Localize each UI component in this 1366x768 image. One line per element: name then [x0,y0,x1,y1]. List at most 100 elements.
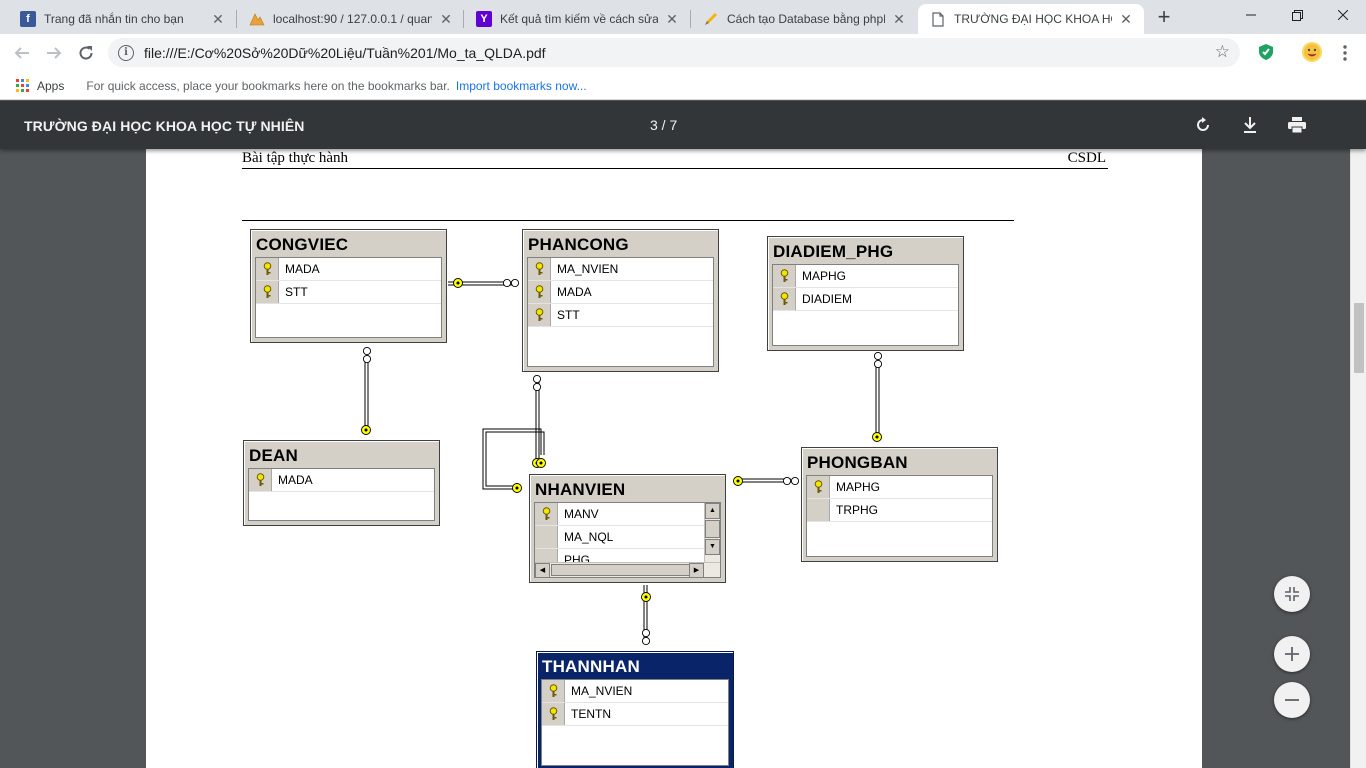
menu-kebab-icon[interactable] [1332,40,1358,66]
scroll-thumb[interactable] [705,520,720,538]
import-bookmarks-link[interactable]: Import bookmarks now... [455,78,587,93]
scroll-up-arrow[interactable]: ▲ [705,503,720,519]
column-name: MANV [564,507,599,521]
horizontal-scrollbar[interactable]: ◀ ▶ [535,562,720,577]
column-row[interactable]: TENTN [542,703,728,726]
back-button[interactable] [9,40,35,66]
fit-to-page-button[interactable] [1274,576,1310,612]
column-row[interactable]: STT [256,281,441,304]
table-phancong[interactable]: PHANCONG MA_NVIEN MADA STT [522,229,719,372]
table-title: PHONGBAN [807,453,908,472]
primary-key-icon [773,288,796,310]
scroll-down-arrow[interactable]: ▼ [705,539,720,555]
address-bar[interactable]: i file:///E:/Cơ%20Sở%20Dữ%20Liệu/Tuần%20… [108,38,1240,67]
tab-facebook[interactable]: f Trang đã nhắn tin cho bạn ✕ [8,4,236,34]
column-row[interactable]: MANV [535,503,704,526]
table-title: DEAN [249,446,298,465]
column-row[interactable]: MADA [256,258,441,281]
close-tab-icon[interactable]: ✕ [893,11,905,27]
tab-phpmyadmin-guide[interactable]: Cách tạo Database bằng phpMyAdmin ✕ [691,4,917,34]
primary-key-icon [528,304,551,326]
forward-button[interactable] [41,40,67,66]
column-row[interactable]: DIADIEM [773,288,958,311]
column-name: PHG [564,553,591,564]
zoom-out-button[interactable] [1274,682,1310,718]
scroll-thumb[interactable] [551,564,696,576]
column-name: STT [285,285,308,299]
emoji-extension-icon[interactable] [1302,42,1322,62]
relationship-lines [361,278,883,646]
reload-button[interactable] [73,40,99,66]
table-phongban[interactable]: PHONGBAN MAPHG TRPHG [801,447,998,562]
table-columns: MAPHG TRPHG [806,475,993,557]
pdf-page: Bài tập thực hành CSDL [146,149,1202,768]
table-dean[interactable]: DEAN MADA [243,440,440,526]
header-left-text: Bài tập thực hành [242,150,349,166]
column-row[interactable]: TRPHG [807,499,992,522]
apps-icon[interactable] [16,79,29,92]
column-row[interactable]: MA_NQL [535,526,704,549]
table-nhanvien[interactable]: NHANVIEN MANV MA_NQL PHG ▲ ▼ ◀ ▶ [529,474,726,583]
primary-key-icon [807,476,830,498]
url-text: file:///E:/Cơ%20Sở%20Dữ%20Liệu/Tuần%201/… [144,44,546,61]
page-header: Bài tập thực hành CSDL [242,150,1108,169]
tab-title: TRƯỜNG ĐẠI HỌC KHOA HỌC TỰ NHIÊN [954,12,1112,26]
column-row[interactable]: MA_NVIEN [542,680,728,703]
table-congviec[interactable]: CONGVIEC MADA STT [250,229,447,343]
scroll-right-arrow[interactable]: ▶ [689,563,704,577]
column-name: TRPHG [836,503,878,517]
download-icon[interactable] [1239,114,1261,136]
pencil-icon [703,11,719,27]
adblock-shield-icon[interactable] [1256,42,1276,62]
close-tab-icon[interactable]: ✕ [440,11,452,27]
bookmark-star-icon[interactable]: ☆ [1214,42,1230,61]
table-thannhan[interactable]: THANNHAN MA_NVIEN TENTN [536,651,734,768]
column-name: TENTN [571,707,611,721]
column-name: MADA [278,473,313,487]
restore-button[interactable] [1274,0,1320,30]
close-window-button[interactable] [1320,0,1366,30]
print-icon[interactable] [1286,114,1308,136]
close-tab-icon[interactable]: ✕ [212,11,224,27]
header-right-text: CSDL [1067,150,1106,166]
column-row[interactable]: MAPHG [773,265,958,288]
primary-key-icon [256,258,279,280]
empty-key-cell [807,499,830,521]
page-indicator[interactable]: 3 / 7 [650,117,678,133]
apps-link[interactable]: Apps [37,78,65,93]
info-icon[interactable]: i [118,44,134,61]
close-tab-icon[interactable]: ✕ [666,11,678,27]
viewer-scrollbar[interactable] [1350,149,1366,768]
tab-pdf-active[interactable]: TRƯỜNG ĐẠI HỌC KHOA HỌC TỰ NHIÊN ✕ [918,4,1144,34]
column-row[interactable]: MAPHG [807,476,992,499]
minimize-button[interactable] [1228,0,1274,30]
viewer-scroll-thumb[interactable] [1354,303,1364,373]
new-tab-button[interactable]: + [1157,4,1171,29]
table-columns: MAPHG DIADIEM [772,264,959,346]
rotate-icon[interactable] [1192,114,1214,136]
tab-phpmyadmin[interactable]: localhost:90 / 127.0.0.1 / quanly ✕ [237,4,464,34]
tab-separator [690,10,691,28]
column-row[interactable]: MA_NVIEN [528,258,713,281]
zoom-in-button[interactable] [1274,636,1310,672]
primary-key-icon [535,503,558,525]
primary-key-icon [542,703,565,725]
primary-key-icon [256,281,279,303]
column-row[interactable]: MADA [528,281,713,304]
tab-title: Cách tạo Database bằng phpMyAdmin [727,12,885,26]
tab-separator [463,10,464,28]
column-row[interactable]: STT [528,304,713,327]
tab-yahoo[interactable]: Y Kết quả tìm kiếm về cách sửa lỗi ✕ [464,4,690,34]
scroll-left-arrow[interactable]: ◀ [535,563,550,577]
table-diadiem-phg[interactable]: DIADIEM_PHG MAPHG DIADIEM [767,236,964,351]
close-tab-icon[interactable]: ✕ [1120,11,1132,27]
table-columns: MADA STT [255,257,442,338]
table-title: PHANCONG [528,235,629,254]
vertical-scrollbar[interactable]: ▲ ▼ [704,503,720,564]
column-row[interactable]: MADA [249,469,434,492]
table-columns: MADA [248,468,435,521]
column-name: DIADIEM [802,292,853,306]
primary-key-icon [773,265,796,287]
pdf-viewer: Bài tập thực hành CSDL [0,149,1366,768]
column-name: MAPHG [802,269,847,283]
